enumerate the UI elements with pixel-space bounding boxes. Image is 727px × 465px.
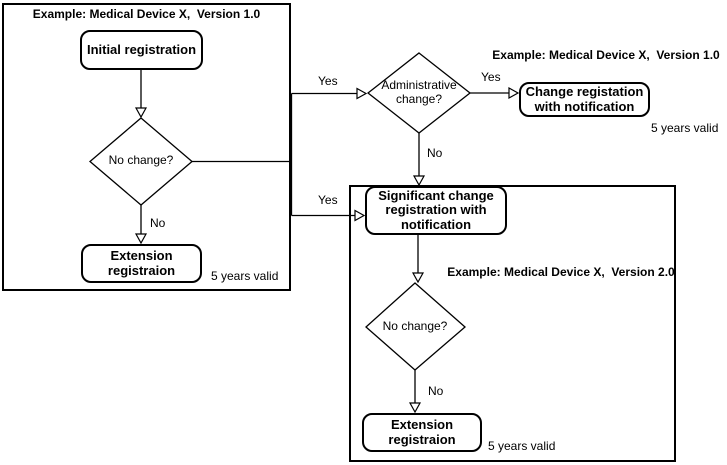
edge-label-no-2: No [428, 384, 444, 398]
node-extension-registration-2: Extension registraion [362, 413, 482, 452]
edge-label-no-1: No [150, 216, 166, 230]
decision-diamond-no-change-1 [88, 117, 194, 206]
decision-label-no-change-1: No change? [108, 153, 174, 168]
validity-note-bottom-right: 5 years valid [488, 439, 556, 453]
node-initial-registration: Initial registration [80, 30, 203, 70]
group-title-version-1-left: Example: Medical Device X, Version 1.0 [32, 7, 261, 21]
decision-label-administrative-change: Administrative change? [381, 78, 457, 106]
group-box-version-1 [2, 3, 291, 291]
validity-note-top-right: 5 years valid [651, 121, 719, 135]
group-title-version-2: Example: Medical Device X, Version 2.0 [447, 265, 675, 279]
arrowhead-right-icon [508, 86, 520, 100]
decision-diamond-no-change-2 [365, 282, 466, 371]
arrowhead-down-icon [412, 175, 426, 187]
arrowhead-right-icon [356, 87, 368, 100]
edge-label-yes-to-change: Yes [481, 70, 501, 84]
group-box-version-2 [349, 185, 676, 462]
decision-diamond-administrative-change [366, 52, 472, 134]
arrow-decision1-branch-trunk [192, 93, 293, 216]
edge-label-yes-to-significant: Yes [318, 193, 338, 207]
edge-label-yes-to-admin: Yes [318, 74, 338, 88]
arrowhead-down-icon [411, 272, 425, 284]
arrowhead-down-icon [134, 233, 148, 245]
decision-label-no-change-2: No change? [382, 319, 448, 334]
arrowhead-down-icon [408, 402, 422, 414]
arrowhead-right-icon [354, 209, 366, 222]
node-significant-change-registration: Significant change registration with not… [365, 186, 507, 235]
group-title-version-1-right: Example: Medical Device X, Version 1.0 [492, 48, 720, 62]
arrowhead-down-icon [134, 107, 148, 119]
edge-label-no-from-admin: No [427, 146, 443, 160]
node-extension-registration-1: Extension registraion [81, 244, 202, 283]
node-change-registration: Change registation with notification [519, 82, 650, 117]
validity-note-left: 5 years valid [211, 269, 279, 283]
